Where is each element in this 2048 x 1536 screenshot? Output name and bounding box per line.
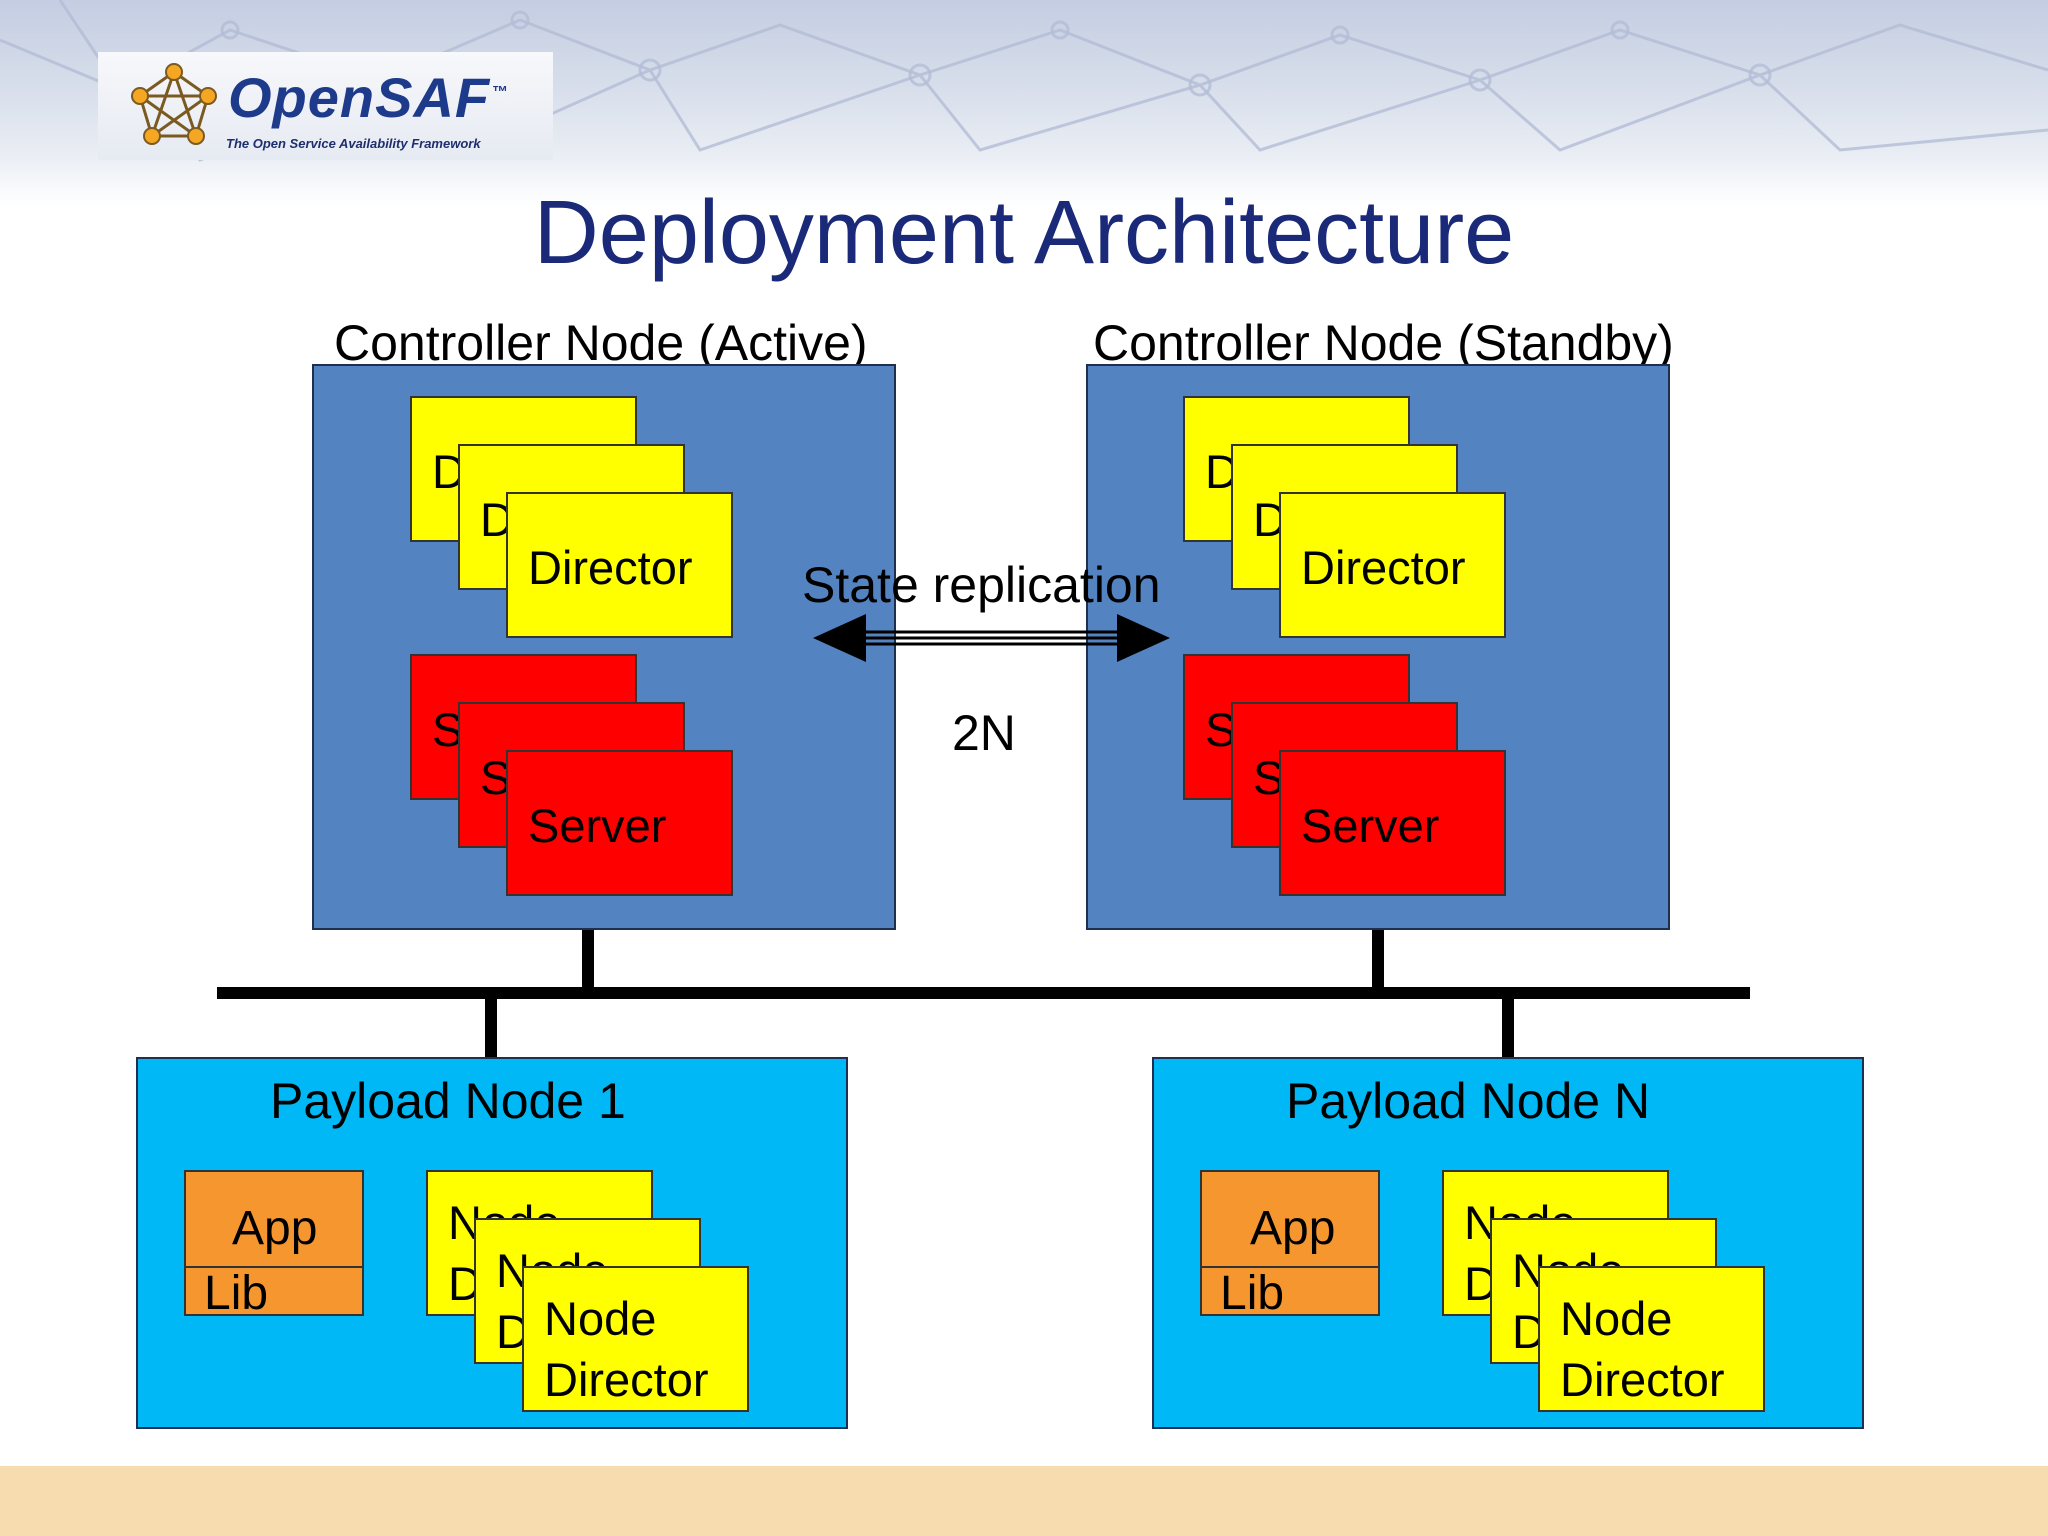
app-lib-block	[1200, 1170, 1380, 1316]
payload-node-1-label: Payload Node 1	[270, 1073, 626, 1129]
redundancy-label: 2N	[952, 705, 1016, 761]
payload-node-n-label: Payload Node N	[1286, 1073, 1651, 1129]
controller-active-label: Controller Node (Active)	[334, 315, 868, 371]
app-label: App	[1250, 1202, 1336, 1255]
server-card-front: Server	[506, 750, 733, 896]
slide-title: Deployment Architecture	[533, 183, 1515, 283]
director-card-front: Director	[1279, 492, 1506, 638]
node-director-card-front: Node Director	[522, 1266, 749, 1412]
app-lib-block	[184, 1170, 364, 1316]
node-director-card-front: Node Director	[1538, 1266, 1765, 1412]
lib-label: Lib	[204, 1267, 269, 1320]
logo-tagline: The Open Service Availability Framework	[226, 136, 481, 151]
server-card-front: Server	[1279, 750, 1506, 896]
director-card-front: Director	[506, 492, 733, 638]
state-replication-label: State replication	[802, 557, 1161, 613]
controller-standby-label: Controller Node (Standby)	[1093, 315, 1674, 371]
logo-trademark: ™	[492, 84, 508, 101]
logo-wordmark: OpenSAF	[228, 66, 491, 129]
opensaf-logo-icon	[131, 63, 217, 145]
app-lib-divider	[186, 1266, 362, 1268]
footer-band	[0, 1466, 2048, 1536]
lib-label: Lib	[1220, 1267, 1285, 1320]
app-label: App	[232, 1202, 318, 1255]
app-lib-divider	[1202, 1266, 1378, 1268]
